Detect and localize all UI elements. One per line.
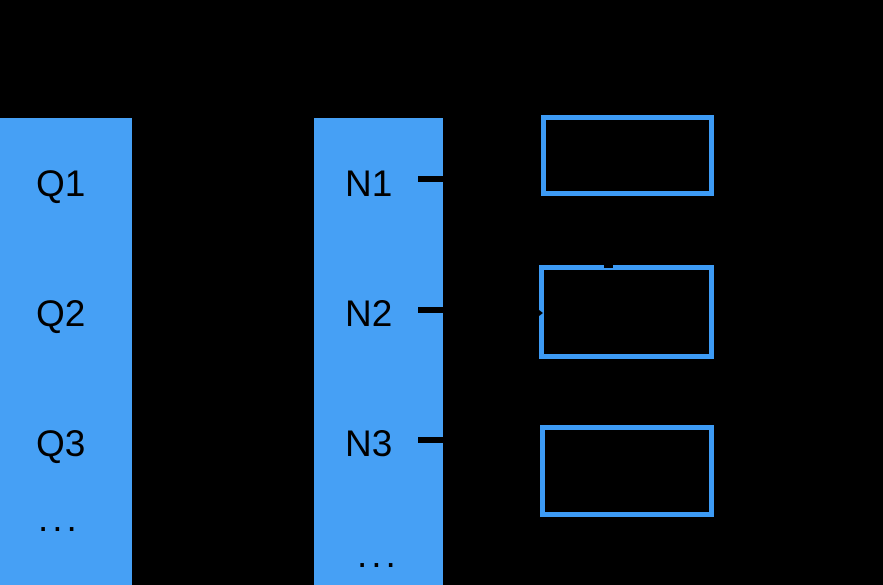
connector-n1-to-box xyxy=(418,176,443,182)
node-label-n2: N2 xyxy=(345,293,393,334)
queue-label-q1: Q1 xyxy=(36,163,86,204)
node-column xyxy=(314,118,443,585)
queue-ellipsis: ... xyxy=(38,498,81,539)
queue-label-q3: Q3 xyxy=(36,423,86,464)
node-ellipsis: ... xyxy=(357,534,400,575)
connector-n3-to-box xyxy=(418,437,443,443)
box-2-top-notch xyxy=(604,265,613,268)
result-box-3 xyxy=(540,425,714,517)
node-label-n3: N3 xyxy=(345,423,393,464)
arrowhead-icon xyxy=(534,306,543,320)
queue-label-q2: Q2 xyxy=(36,293,86,334)
result-box-1 xyxy=(541,115,714,196)
connector-n2-to-box xyxy=(418,307,443,313)
result-box-2 xyxy=(539,265,714,359)
node-label-n1: N1 xyxy=(345,163,393,204)
queue-column xyxy=(0,118,132,585)
